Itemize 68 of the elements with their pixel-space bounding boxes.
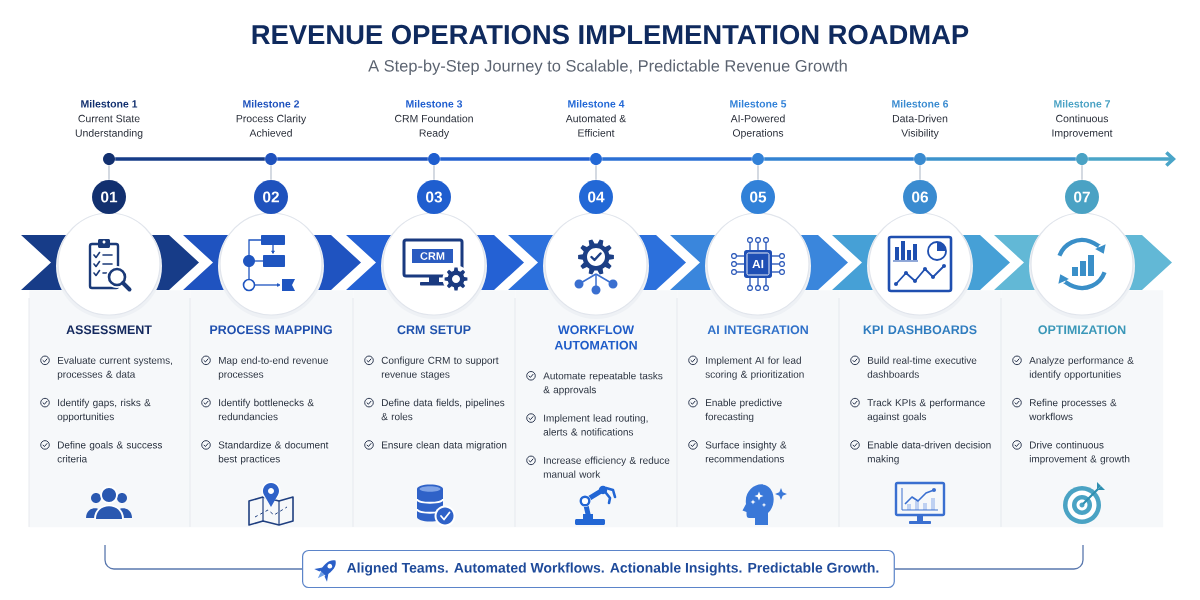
stage-heading: KPI DASHBOARDS (863, 325, 977, 335)
milestone-text: Automated & Efficient (565, 114, 627, 137)
milestone-text: Process Clarity Achieved (236, 114, 307, 137)
milestone-title: Milestone 5 (730, 99, 787, 108)
stage-heading: OPTIMIZATION (1038, 325, 1126, 335)
milestone-text: AI-Powered Operations (730, 114, 785, 139)
bullet-text: Map end-to-end revenue processes (218, 356, 328, 380)
timeline-line (277, 157, 428, 161)
bullet-text: Configure CRM to support revenue stages (381, 356, 499, 380)
bullet-text: Surface insighty & recommendations (705, 441, 787, 463)
timeline-line (440, 157, 590, 161)
connector-line (433, 164, 435, 181)
bullet-text: Identify gaps, risks & opportunities (57, 398, 151, 423)
bullet-text: Standardize & document best practices (218, 441, 329, 465)
milestone-text: CRM Foundation Ready (395, 114, 473, 139)
stage-heading: ASSESSMENT (66, 325, 152, 335)
milestone-title: Milestone 4 (568, 99, 625, 108)
milestone-title: Milestone 6 (892, 99, 949, 108)
connector-line (108, 164, 110, 181)
timeline-line (764, 157, 914, 161)
bullet-text: Drive continuous improvement & growth (1029, 441, 1130, 465)
milestone-title: Milestone 3 (406, 99, 463, 108)
step-number: 06 (903, 180, 937, 214)
milestone-text: Data-Driven Visibility (892, 114, 948, 139)
step-number: 03 (417, 180, 451, 214)
connector-line (270, 164, 272, 181)
stage-heading: CRM SETUP (397, 325, 471, 335)
bullet-text: Enable predictive forecasting (705, 398, 782, 423)
subtitle: A Step-by-Step Journey to Scalable, Predictable Revenue Growth (368, 59, 847, 75)
milestone-title: Milestone 7 (1054, 99, 1110, 108)
milestone-title: Milestone 2 (243, 99, 300, 108)
bullet-text: Implement AI for lead scoring & prioritization (705, 356, 804, 380)
stage-heading: WORKFLOW AUTOMATION (554, 325, 637, 350)
banner: Aligned Teams. Automated Workflows. Actionable Insights. Predictable Growth. (302, 549, 895, 589)
stage-heading: PROCESS MAPPING (210, 325, 332, 335)
connector-line (1081, 164, 1083, 181)
connector-line (919, 164, 921, 181)
timeline-arrow (1088, 151, 1176, 167)
milestone-text: Current State Understanding (75, 114, 143, 139)
step-number: 07 (1065, 180, 1099, 214)
bullet-text: Increase efficiency & reduce manual work (543, 456, 670, 478)
bullet-text: Track KPIs & performance against goals (867, 398, 985, 423)
step-number: 05 (741, 180, 775, 214)
step-number: 02 (254, 180, 288, 214)
step-number: 04 (579, 180, 613, 214)
bullet-text: Analyze performance & identify opportunities (1029, 356, 1134, 380)
milestone-text: Continuous Improvement (1052, 114, 1113, 139)
connector-line (595, 164, 597, 181)
bullet-text: Implement lead routing, alerts & notifications (543, 414, 648, 436)
timeline-line (926, 157, 1076, 161)
bullet-text: Define goals & success criteria (57, 441, 163, 463)
bullet-text: Automate repeatable tasks & approvals (543, 372, 663, 396)
bullet-text: Ensure clean data migration (382, 441, 507, 451)
bullet-text: Refine processes & workflows (1029, 398, 1117, 421)
screen-text: CRM (420, 252, 445, 260)
timeline-line (602, 157, 752, 161)
title: REVENUE OPERATIONS IMPLEMENTATION ROADMAP (252, 24, 969, 45)
bullet-text: Define data fields, pipelines & roles (381, 398, 505, 421)
bullet-text: Build real-time executive dashboards (867, 356, 977, 378)
bullet-text: Identify bottlenecks & redundancies (218, 398, 314, 421)
chip-text: AI (752, 259, 764, 269)
step-number: 01 (92, 180, 126, 214)
bullet-text: Evaluate current systems, processes & data (57, 356, 172, 380)
bullet-text: Enable data-driven decision making (867, 441, 991, 465)
milestone-title: Milestone 1 (81, 99, 138, 108)
timeline-line (115, 157, 265, 161)
connector-line (757, 164, 759, 181)
stage-heading: AI INTEGRATION (707, 325, 808, 335)
